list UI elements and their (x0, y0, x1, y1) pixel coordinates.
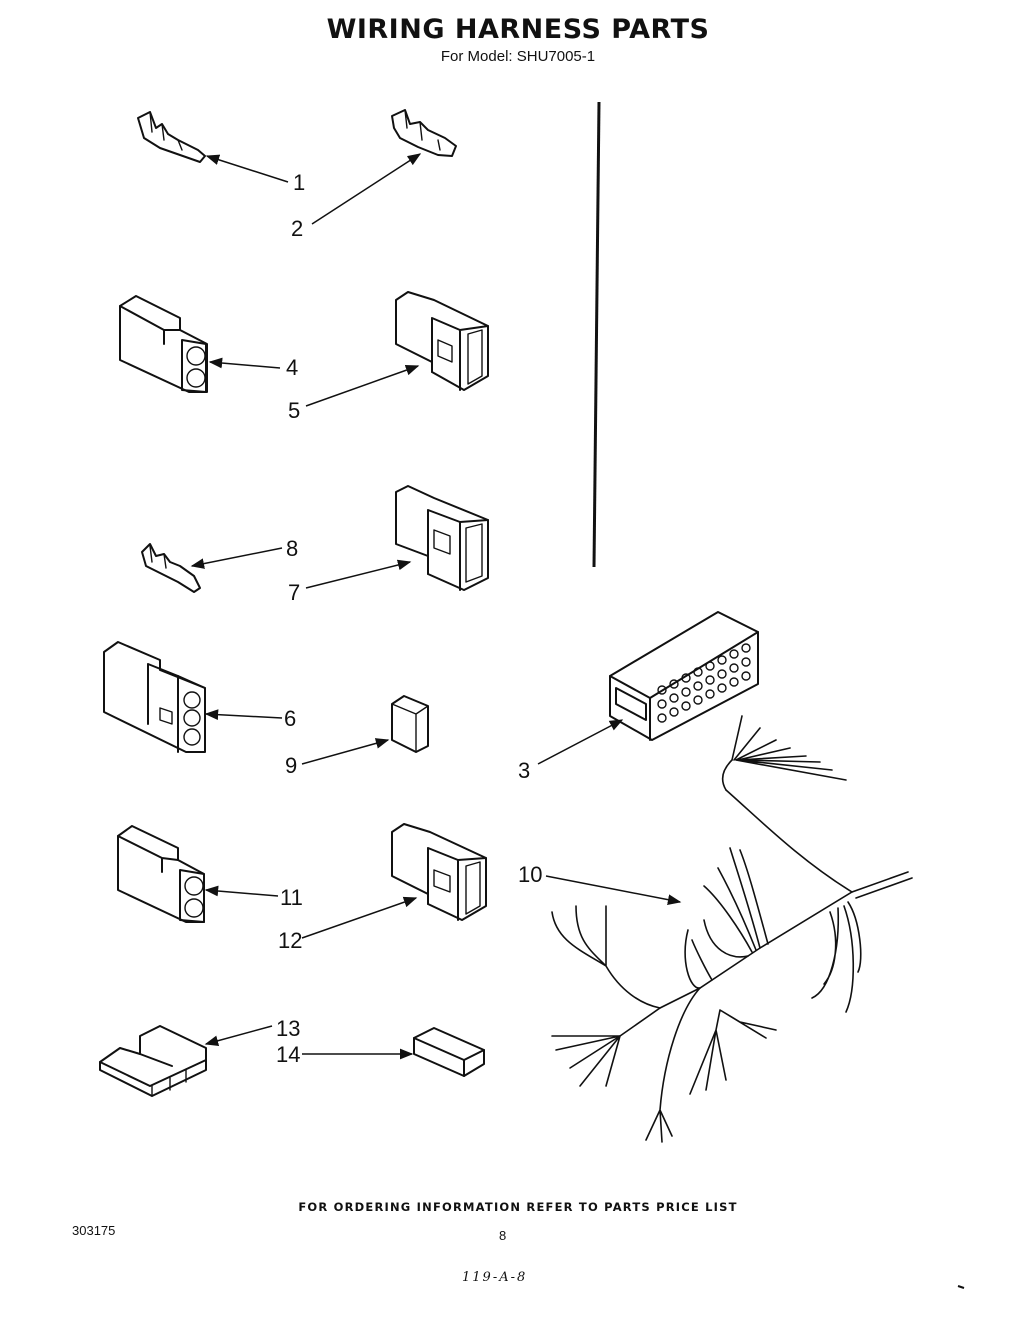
arrow-3 (537, 719, 624, 765)
arrow-2 (311, 153, 422, 225)
arrow-10 (545, 875, 682, 905)
arrow-9 (301, 738, 390, 765)
part-5-housing (395, 291, 489, 391)
part-7-housing (395, 485, 489, 591)
callout-labels: 1 2 3 4 5 6 7 8 9 10 11 12 13 14 (276, 170, 542, 1067)
arrow-11 (204, 885, 279, 897)
page-title: WIRING HARNESS PARTS (326, 14, 710, 45)
part-3-block-connector (609, 611, 759, 741)
arrow-12 (301, 896, 418, 939)
part-13-plug (99, 1025, 207, 1097)
callout-9: 9 (285, 753, 297, 778)
callout-11: 11 (280, 885, 303, 910)
part-14-plug (413, 1027, 485, 1077)
callout-6: 6 (284, 706, 296, 731)
part-11-connector-2way (117, 825, 205, 923)
callout-arrows (190, 153, 682, 1060)
part-1-terminal (137, 111, 206, 163)
callout-14: 14 (276, 1042, 300, 1067)
arrow-13 (204, 1025, 273, 1047)
callout-3: 3 (518, 758, 530, 783)
callout-5: 5 (288, 398, 300, 423)
page-number: 8 (499, 1228, 507, 1243)
callout-2: 2 (291, 216, 303, 241)
arrow-8 (190, 547, 283, 569)
model-subtitle: For Model: SHU7005-1 (440, 48, 596, 65)
part-6-connector-3way (103, 641, 206, 753)
callout-1: 1 (293, 170, 305, 195)
part-2-terminal (391, 109, 457, 157)
arrow-5 (305, 365, 420, 407)
callout-8: 8 (286, 536, 298, 561)
handwritten-code: 119-A-8 (462, 1270, 528, 1285)
divider-line (592, 101, 601, 568)
part-9-block (391, 695, 429, 753)
callout-13: 13 (276, 1016, 300, 1041)
callout-7: 7 (288, 580, 300, 605)
document-number: 303175 (72, 1223, 116, 1238)
arrow-6 (204, 709, 283, 721)
arrow-4 (208, 357, 281, 369)
arrow-7 (305, 559, 412, 589)
part-10-wiring-harness (551, 715, 913, 1143)
callout-4: 4 (286, 355, 298, 380)
callout-10: 10 (518, 862, 542, 887)
part-12-housing (391, 823, 487, 921)
arrow-1 (205, 154, 289, 183)
scan-mark (957, 1285, 965, 1289)
callout-12: 12 (278, 928, 302, 953)
part-8-terminal (141, 543, 201, 593)
ordering-note: FOR ORDERING INFORMATION REFER TO PARTS … (298, 1200, 738, 1214)
part-4-connector-2way (119, 295, 208, 393)
